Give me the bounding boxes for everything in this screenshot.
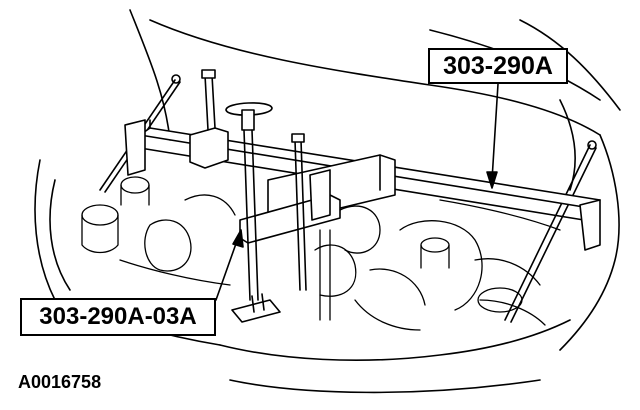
callout-303-290A-label: 303-290A [443,51,553,80]
callout-303-290A-03A: 303-290A-03A [20,298,216,336]
figure-id: A0016758 [18,372,102,392]
callout-303-290A-03A-label: 303-290A-03A [39,303,197,330]
hood-strut-right [504,140,597,323]
callout-303-290A: 303-290A [428,48,568,84]
leader-lines [215,83,499,301]
vehicle-body-outline [34,9,621,394]
left-clamp [189,69,229,169]
engine-components [81,176,561,331]
cross-bar-assembly [239,154,396,244]
lifting-rod [225,102,307,323]
